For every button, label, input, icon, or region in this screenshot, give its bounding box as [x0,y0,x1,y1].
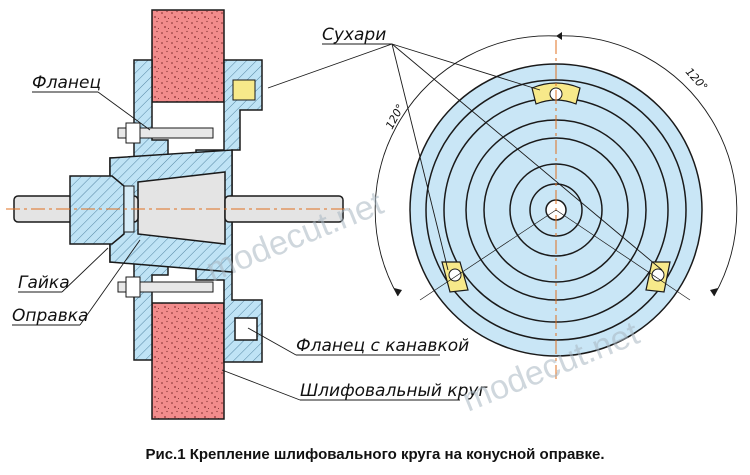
angle-arc-left [374,35,557,297]
label-krug: Шлифовальный круг [300,381,487,401]
label-flanets: Фланец [32,73,101,93]
nut [69,175,125,245]
arrow-left [394,288,402,296]
flange-ring-5 [509,163,603,257]
label-opravka: Оправка [12,306,88,326]
bolt-head-upper [125,122,141,144]
grinding-wheel-upper [151,9,225,103]
bolt-head-lower [125,276,141,298]
label-flanets-kanavka: Фланец с канавкой [296,336,469,356]
groove-slot [234,317,258,341]
arrow-right [710,288,718,296]
arbor-cone [137,171,226,245]
label-sukhari: Сухари [322,25,386,45]
section-view [6,9,350,420]
bolt-lower [117,281,214,293]
axis-diag-1 [555,209,691,301]
flange-ring-4 [483,137,629,283]
figure-caption: Рис.1 Крепление шлифовального круга на к… [145,446,605,463]
angle-label-right: 120° [683,65,710,93]
insert-right [645,261,671,293]
front-view: 120° 120° [374,32,738,380]
label-gaika: Гайка [18,273,70,293]
arrow-top [556,32,562,40]
angle-label-left: 120° [383,102,407,132]
insert-screw [232,79,256,101]
leaders [12,43,663,401]
angle-arc-right [555,35,738,297]
bolt-upper [117,127,214,139]
axis-diag-2 [419,209,557,301]
grinding-wheel-lower [151,302,225,420]
